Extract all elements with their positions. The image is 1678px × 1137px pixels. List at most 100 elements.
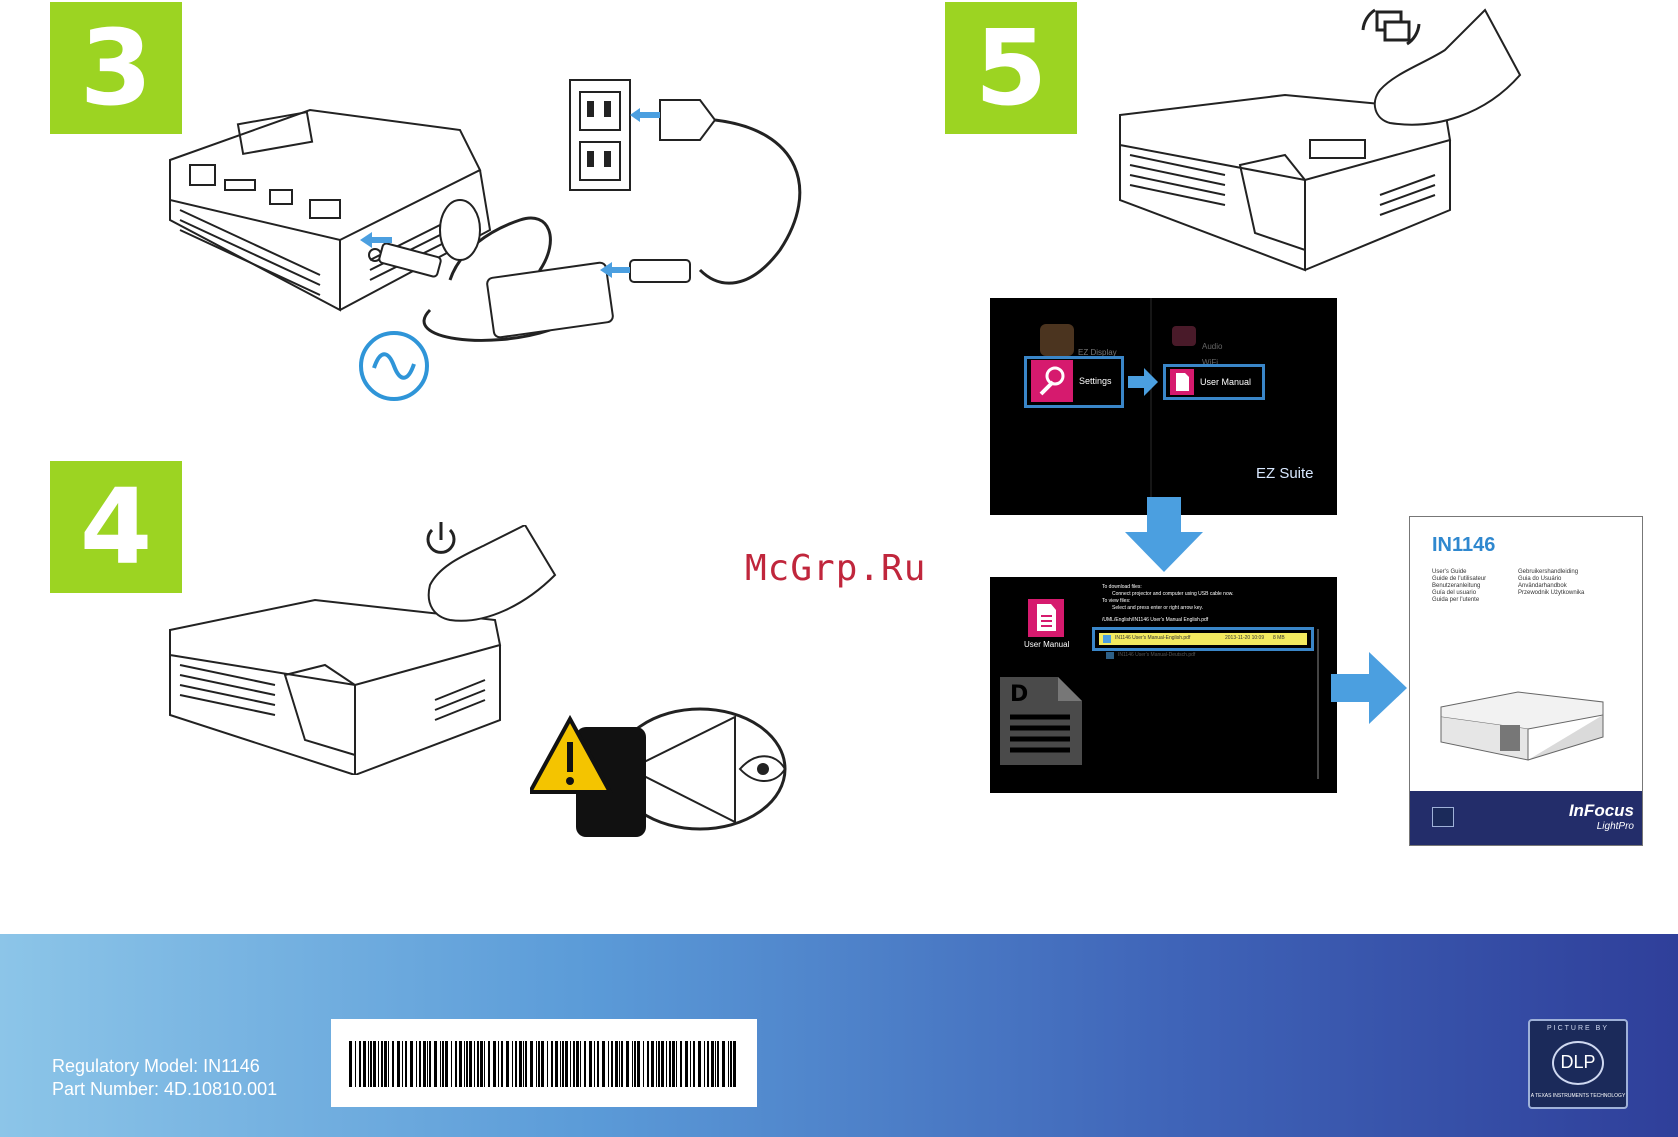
settings-highlight[interactable] <box>1024 356 1124 408</box>
lang-item: Guida per l'utente <box>1432 597 1480 603</box>
regulatory-info: Regulatory Model: IN1146 Part Number: 4D… <box>52 1055 277 1101</box>
barcode-bar <box>384 1041 387 1087</box>
barcode-bar <box>459 1041 462 1087</box>
lang-item: Guide de l'utilisateur <box>1432 576 1487 582</box>
cover-projector-drawing <box>1440 691 1604 761</box>
barcode-bar <box>519 1041 522 1087</box>
barcode-bar <box>676 1041 677 1087</box>
projector-power-on-illustration <box>169 525 557 775</box>
ez-suite-brand: EZ Suite <box>1256 465 1314 482</box>
barcode-bar <box>512 1041 513 1087</box>
barcode-bar <box>615 1041 618 1087</box>
watermark-text: McGrp.Ru <box>745 548 927 589</box>
barcode-bar <box>555 1041 558 1087</box>
user-manual-icon <box>1170 369 1194 395</box>
menu-item-ez-display[interactable]: EZ Display <box>1078 348 1117 357</box>
barcode-bar <box>427 1041 428 1087</box>
lang-item: Benutzeranleitung <box>1432 583 1481 589</box>
selected-file-row[interactable]: IN1146 User's Manual-English.pdf 2013-11… <box>1092 627 1314 651</box>
barcode-bar <box>669 1041 671 1087</box>
barcode-bar <box>580 1041 581 1087</box>
user-manual-label: User Manual <box>1200 377 1252 387</box>
svg-text:D: D <box>1010 682 1028 707</box>
dlp-bottom-text: A TEXAS INSTRUMENTS TECHNOLOGY <box>1530 1093 1626 1099</box>
barcode-bar <box>634 1041 636 1087</box>
barcode-bar <box>523 1041 524 1087</box>
barcode-bar <box>538 1041 540 1087</box>
barcode-bar <box>442 1041 444 1087</box>
ferrite-core <box>439 199 481 261</box>
barcode-bar <box>506 1041 509 1087</box>
selected-row-fill <box>1099 633 1307 645</box>
menu-divider <box>1150 298 1152 515</box>
file-row-2-name[interactable]: IN1146 User's Manual-Deutsch.pdf <box>1118 652 1196 658</box>
cover-sub-brand: LightPro <box>1596 821 1634 832</box>
cover-brand: InFocus <box>1568 801 1634 820</box>
barcode-bar <box>392 1041 394 1087</box>
barcode-bar <box>541 1041 544 1087</box>
barcode-bar <box>573 1041 575 1087</box>
selected-file-name: IN1146 User's Manual-English.pdf <box>1115 635 1191 641</box>
barcode-bar <box>397 1041 400 1087</box>
barcode-bar <box>515 1041 517 1087</box>
barcode-bar <box>455 1041 457 1087</box>
arrow-plug-to-outlet-icon <box>630 108 660 122</box>
eye-icon <box>738 755 787 782</box>
barcode-bar <box>410 1041 413 1087</box>
barcode-bar <box>469 1041 472 1087</box>
step-4-badge: 4 <box>50 461 182 593</box>
barcode-bar <box>560 1041 561 1087</box>
step-3-badge: 3 <box>50 2 182 134</box>
ez-suite-menu-screen: EZ Display Audio WiFi Settings User Manu… <box>990 298 1337 515</box>
barcode-bar <box>733 1041 736 1087</box>
barcode-bar <box>661 1041 664 1087</box>
instruction-line-1: To download files: <box>1102 584 1142 590</box>
barcode-bar <box>597 1041 599 1087</box>
barcode-bar <box>440 1041 441 1087</box>
cover-dlp-badge <box>1432 807 1454 827</box>
power-adapter-brick <box>486 261 614 339</box>
power-connection-illustration <box>169 79 802 342</box>
barcode-bar <box>704 1041 705 1087</box>
ac-power-icon <box>359 331 429 401</box>
barcode-bar <box>722 1041 725 1087</box>
barcode-bar <box>611 1041 613 1087</box>
barcode-bar <box>602 1041 605 1087</box>
barcode-bar <box>680 1041 682 1087</box>
user-manual-highlight[interactable] <box>1163 364 1265 400</box>
barcode-bar <box>370 1041 372 1087</box>
file-list-scrollbar[interactable] <box>1317 629 1319 779</box>
barcode-bar <box>501 1041 503 1087</box>
step-5-badge: 5 <box>945 2 1077 134</box>
barcode-bar <box>589 1041 592 1087</box>
arrow-right-icon <box>1128 368 1158 396</box>
menu-item-wifi[interactable]: WiFi <box>1202 358 1218 367</box>
barcode-bar <box>562 1041 564 1087</box>
barcode-bar <box>363 1041 366 1087</box>
barcode-bar <box>690 1041 691 1087</box>
barcode-bar <box>525 1041 527 1087</box>
barcode-bar <box>717 1041 719 1087</box>
ac-plug <box>659 99 717 141</box>
barcode-bar <box>378 1041 379 1087</box>
cover-languages-right: Gebruikershandleiding Guia do Usuário An… <box>1518 569 1584 597</box>
barcode-bar <box>359 1041 361 1087</box>
lang-item: Användarhandbok <box>1518 583 1567 589</box>
barcode-bar <box>547 1041 548 1087</box>
barcode-bar <box>711 1041 714 1087</box>
ac-cord <box>698 118 802 285</box>
barcode-bar <box>656 1041 657 1087</box>
menu-item-audio[interactable]: Audio <box>1202 342 1223 351</box>
cover-model-title: IN1146 <box>1432 534 1496 556</box>
wall-outlet <box>569 79 631 191</box>
dlp-badge: PICTURE BY DLP A TEXAS INSTRUMENTS TECHN… <box>1528 1019 1628 1109</box>
instruction-line-4: Select and press enter or right arrow ke… <box>1112 605 1204 611</box>
barcode-bar <box>429 1041 431 1087</box>
selected-file-size: 8 MB <box>1273 635 1285 641</box>
barcode-bar <box>416 1041 417 1087</box>
pressing-hand-drawing <box>1373 8 1522 126</box>
barcode-bar <box>608 1041 609 1087</box>
barcode-bar <box>570 1041 571 1087</box>
barcode-bars <box>349 1041 736 1087</box>
barcode-bar <box>619 1041 620 1087</box>
